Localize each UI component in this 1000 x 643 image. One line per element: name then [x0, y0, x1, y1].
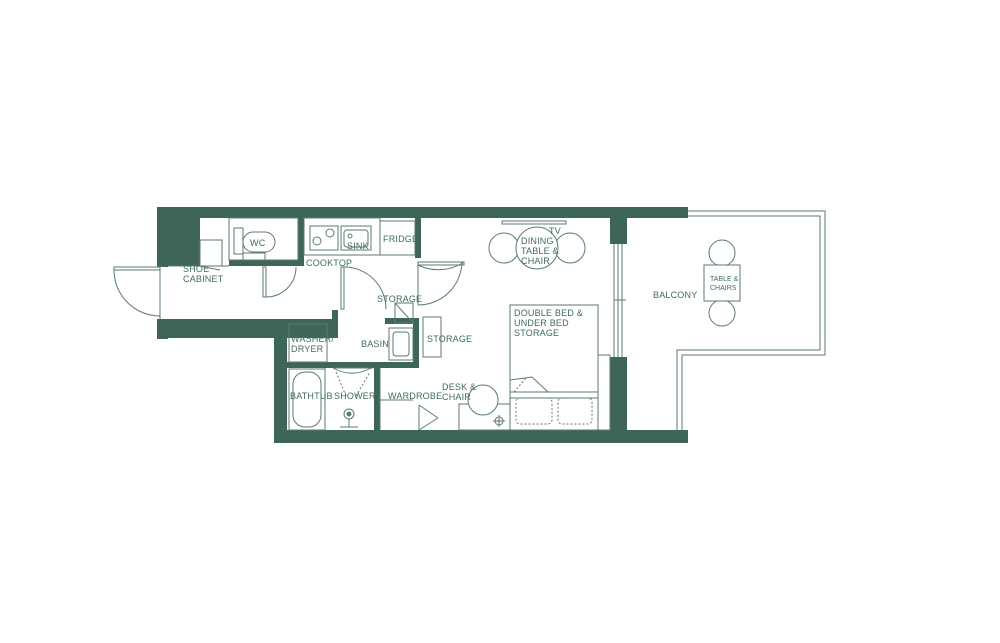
- shower-head-icon: [340, 408, 358, 428]
- label-bed-3: STORAGE: [514, 328, 559, 338]
- label-cooktop: COOKTOP: [306, 258, 352, 268]
- label-washer-2: DRYER: [291, 344, 324, 354]
- label-basin: BASIN: [361, 339, 389, 349]
- desk-chair-icon: [467, 384, 505, 427]
- label-balcony-table-2: CHAIRS: [710, 285, 737, 292]
- label-dining-3: CHAIR: [521, 256, 550, 266]
- room-labels: WC SINK FRIDGE COOKTOP SHOE CABINET STOR…: [183, 226, 739, 402]
- label-balcony-table-1: TABLE &: [710, 276, 739, 283]
- label-shoe-cabinet-2: CABINET: [183, 274, 224, 284]
- label-balcony: BALCONY: [653, 290, 697, 300]
- cooktop-icon: [309, 225, 339, 251]
- label-storage-room: STORAGE: [427, 334, 472, 344]
- label-wc: WC: [250, 238, 266, 248]
- balcony-outline: [676, 210, 826, 433]
- label-tv: TV: [549, 226, 561, 236]
- doors: [113, 261, 465, 317]
- label-bathtub: BATHTUB: [290, 391, 333, 401]
- label-bed-1: DOUBLE BED &: [514, 308, 583, 318]
- label-bed-2: UNDER BED: [514, 318, 569, 328]
- label-dining-1: DINING: [521, 236, 554, 246]
- toilet-icon: [233, 227, 276, 261]
- label-shoe-cabinet-1: SHOE: [183, 264, 209, 274]
- walls: [157, 207, 688, 443]
- interior-lines: [159, 217, 626, 431]
- label-storage-hall: STORAGE: [377, 294, 422, 304]
- dining-table-icon: [488, 226, 586, 270]
- label-desk-1: DESK &: [442, 382, 476, 392]
- label-washer-1: WASHER/: [291, 334, 334, 344]
- label-sink: SINK: [347, 241, 369, 251]
- label-fridge: FRIDGE: [383, 234, 418, 244]
- sink-icon: [340, 225, 372, 251]
- label-desk-2: CHAIR: [442, 392, 471, 402]
- label-wardrobe: WARDROBE: [388, 391, 442, 401]
- label-shower: SHOWER: [334, 391, 376, 401]
- bed-icon: [509, 376, 593, 425]
- label-dining-2: TABLE &: [521, 246, 559, 256]
- balcony-table-icon: [703, 239, 741, 327]
